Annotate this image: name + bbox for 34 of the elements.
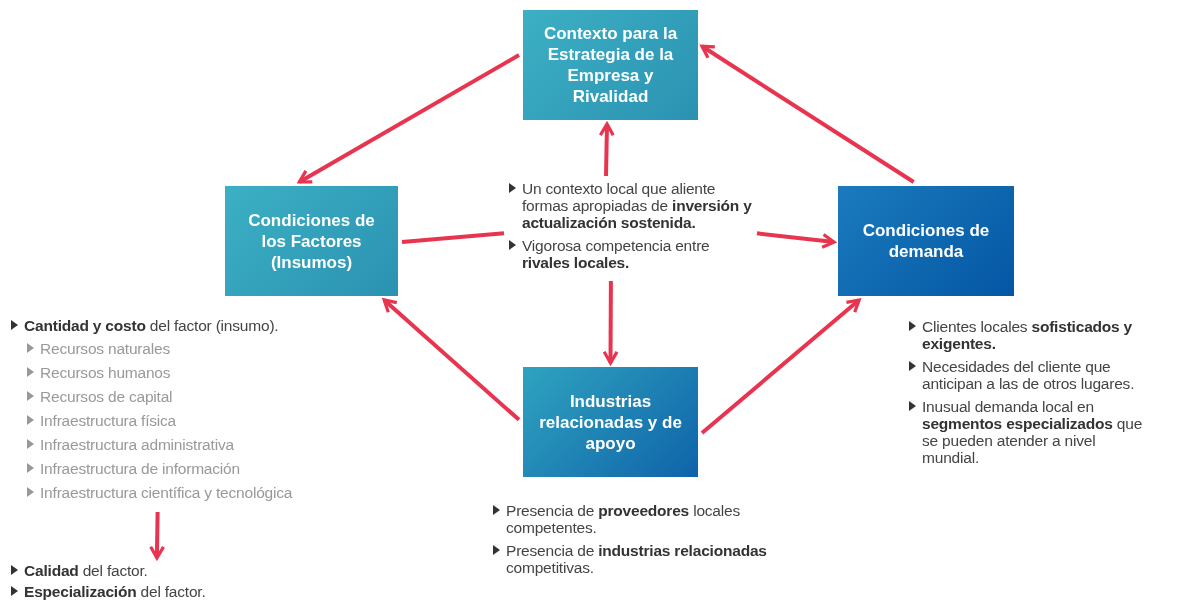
- bullet-item: Recursos naturales: [26, 340, 370, 357]
- bullet-item: Presencia de proveedores locales competentes.: [492, 502, 812, 536]
- demand-box: [838, 186, 1014, 296]
- bullet-item: Clientes locales sofisticados y exigentes.: [908, 318, 1156, 352]
- arrow: [700, 298, 861, 435]
- arrow: [700, 44, 915, 184]
- arrow: [602, 281, 619, 365]
- industry-box: [523, 367, 698, 477]
- bullet-item: Infraestructura de información: [26, 460, 370, 477]
- arrow: [756, 231, 836, 249]
- strategy-box: [523, 10, 698, 120]
- box-title: Industrias relacionadas y de apoyo: [538, 390, 683, 454]
- connector-line: [401, 231, 505, 245]
- bullet-item: Recursos humanos: [26, 364, 370, 381]
- bullet-item: Necesidades del cliente que anticipan a las de otros lugares.: [908, 358, 1156, 392]
- bullet-item: Infraestructura administrativa: [26, 436, 370, 453]
- arrow: [598, 122, 615, 177]
- bullet-item: Infraestructura física: [26, 412, 370, 429]
- bullet-item: Especialización del factor.: [10, 583, 270, 600]
- bullet-item: Infraestructura científica y tecnológica: [26, 484, 370, 501]
- bullet-item: Un contexto local que aliente formas apropiadas de inversión y actualización sostenida.: [508, 180, 753, 231]
- bullet-item: Recursos de capital: [26, 388, 370, 405]
- arrow: [382, 298, 521, 422]
- bullet-item: Vigorosa competencia entre rivales locales.: [508, 237, 753, 271]
- arrow: [149, 511, 166, 560]
- bullet-item: Presencia de industrias relacionadas competitivas.: [492, 542, 812, 576]
- factor-box: [225, 186, 398, 296]
- bullet-item: Inusual demanda local en segmentos especializados que se pueden atender a nivel mundial.: [908, 398, 1156, 466]
- box-title: Contexto para la Estrategia de la Empresa y Rivalidad: [542, 23, 679, 107]
- arrow: [297, 53, 520, 184]
- box-title: Condiciones de los Factores (Insumos): [247, 209, 376, 273]
- box-title: Condiciones de demanda: [861, 220, 991, 262]
- bullet-item: Cantidad y costo del factor (insumo).: [10, 317, 370, 334]
- bullet-item: Calidad del factor.: [10, 562, 270, 579]
